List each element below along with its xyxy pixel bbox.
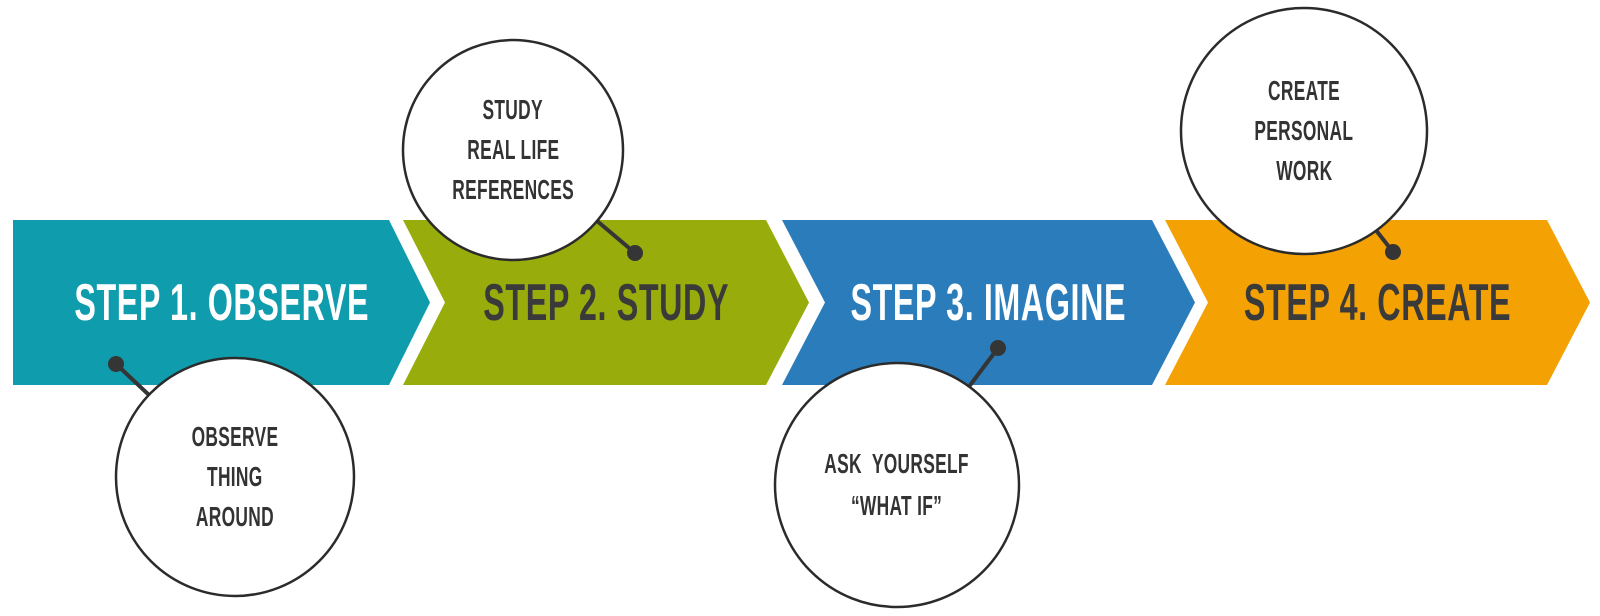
- step4-connector-dot: [1385, 244, 1401, 260]
- step1-arrow: [13, 220, 430, 385]
- step1-callout-circle: [114, 356, 356, 598]
- step4-callout-circle: [1179, 6, 1429, 256]
- step3-arrow: [782, 220, 1195, 385]
- step3-callout-circle: [773, 361, 1021, 609]
- step3-connector-dot: [990, 340, 1006, 356]
- step2-arrow: [403, 220, 809, 385]
- step1-connector-dot: [108, 356, 124, 372]
- step2-connector-dot: [627, 245, 643, 261]
- step2-callout-circle: [401, 38, 625, 262]
- step4-arrow: [1165, 220, 1590, 385]
